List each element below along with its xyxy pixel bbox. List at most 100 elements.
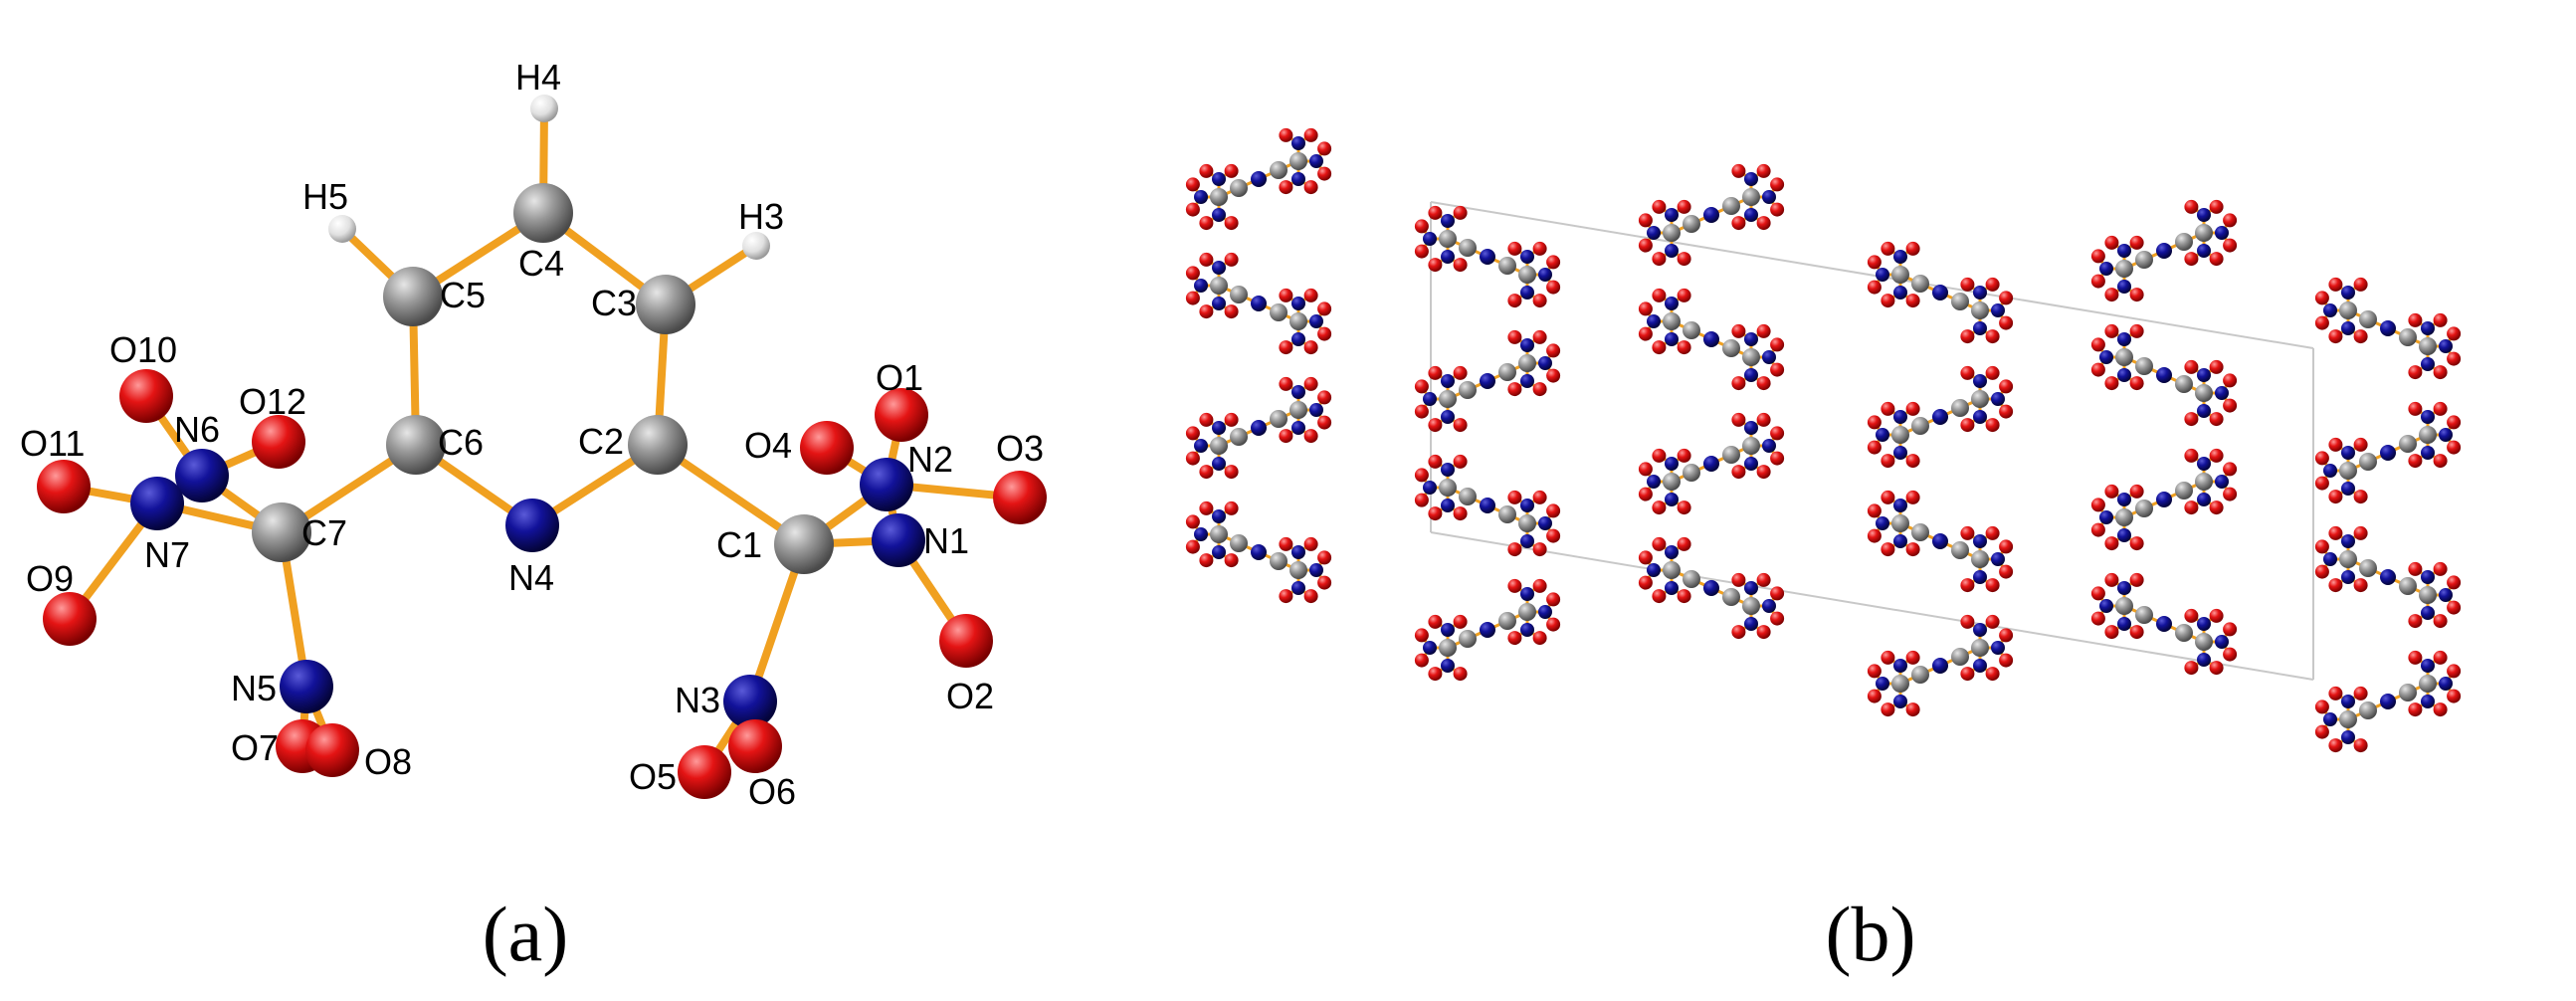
packing-oxygen — [1185, 291, 1200, 305]
atom-label-o11: O11 — [20, 423, 85, 464]
packing-nitrogen — [2117, 368, 2131, 382]
packing-nitrogen — [1291, 172, 1305, 186]
packing-oxygen — [1428, 506, 1443, 521]
packing-oxygen — [1546, 343, 1561, 358]
packing-carbon — [2399, 577, 2417, 595]
packing-nitrogen — [2421, 695, 2435, 708]
packing-oxygen — [1546, 368, 1561, 383]
packing-nitrogen — [1251, 420, 1267, 436]
packing-oxygen — [1985, 365, 2000, 380]
packing-oxygen — [1652, 288, 1667, 302]
packing-molecule — [2314, 401, 2462, 504]
packing-oxygen — [2433, 614, 2448, 629]
packing-carbon — [1891, 426, 1909, 444]
packing-oxygen — [2314, 315, 2329, 330]
packing-oxygen — [2314, 451, 2329, 466]
packing-oxygen — [1414, 653, 1429, 668]
packing-oxygen — [2223, 487, 2238, 501]
packing-carbon — [1270, 161, 1288, 179]
packing-oxygen — [1303, 288, 1318, 302]
packing-oxygen — [2353, 329, 2368, 344]
packing-oxygen — [1507, 578, 1522, 593]
atom-label-o3: O3 — [996, 428, 1044, 469]
packing-carbon — [1742, 348, 1760, 366]
packing-carbon — [1498, 612, 1516, 630]
packing-nitrogen — [1973, 659, 1987, 673]
packing-oxygen — [1985, 418, 2000, 433]
packing-oxygen — [1867, 415, 1882, 430]
packing-oxygen — [2209, 608, 2224, 623]
packing-carbon — [2135, 251, 2153, 269]
packing-nitrogen — [2380, 694, 2396, 709]
packing-carbon — [1683, 464, 1700, 482]
packing-oxygen — [2447, 664, 2462, 679]
atom-label-o1: O1 — [876, 357, 923, 398]
packing-oxygen — [1532, 542, 1547, 557]
packing-oxygen — [1652, 500, 1667, 515]
packing-nitrogen — [1309, 403, 1323, 417]
packing-oxygen — [1985, 578, 2000, 593]
packing-oxygen — [1279, 340, 1293, 355]
packing-carbon — [2399, 435, 2417, 453]
packing-carbon — [1951, 293, 1969, 310]
packing-nitrogen — [1441, 250, 1455, 264]
packing-oxygen — [1546, 280, 1561, 295]
packing-oxygen — [1960, 614, 1975, 629]
packing-oxygen — [1960, 329, 1975, 344]
packing-oxygen — [2447, 326, 2462, 341]
packing-nitrogen — [2341, 570, 2355, 584]
atom-label-o6: O6 — [748, 771, 796, 812]
packing-nitrogen — [1762, 350, 1776, 364]
packing-carbon — [2175, 482, 2193, 500]
panel-a-molecule: C1C2C3C4C5C6C7H3H4H5N1N2N3N4N5N6N7O1O2O3… — [20, 57, 1047, 812]
packing-nitrogen — [1665, 332, 1679, 346]
unit-cell-edge — [1430, 201, 2314, 349]
packing-nitrogen — [1973, 623, 1987, 637]
packing-oxygen — [1224, 553, 1239, 568]
packing-oxygen — [1279, 376, 1293, 391]
packing-nitrogen — [2099, 262, 2113, 276]
packing-oxygen — [1756, 216, 1771, 231]
packing-oxygen — [1185, 514, 1200, 529]
atom-label-n2: N2 — [907, 439, 953, 480]
packing-nitrogen — [1291, 385, 1305, 399]
packing-carbon — [1459, 630, 1477, 648]
packing-nitrogen — [1665, 244, 1679, 258]
packing-oxygen — [1677, 500, 1691, 515]
packing-carbon — [1230, 428, 1248, 446]
packing-nitrogen — [2156, 367, 2172, 383]
packing-nitrogen — [1520, 338, 1534, 352]
packing-oxygen — [2353, 437, 2368, 452]
packing-nitrogen — [1194, 279, 1208, 293]
packing-oxygen — [1414, 468, 1429, 483]
packing-oxygen — [1414, 244, 1429, 259]
packing-oxygen — [1428, 418, 1443, 433]
packing-oxygen — [2104, 235, 2119, 250]
packing-carbon — [1663, 473, 1681, 491]
packing-nitrogen — [1309, 563, 1323, 577]
packing-oxygen — [2408, 614, 2423, 629]
packing-oxygen — [1905, 650, 1920, 665]
packing-oxygen — [2447, 575, 2462, 590]
packing-oxygen — [1185, 539, 1200, 554]
packing-molecule — [1414, 454, 1561, 557]
packing-oxygen — [1731, 216, 1746, 231]
packing-oxygen — [1731, 323, 1746, 338]
packing-molecule — [1185, 127, 1332, 231]
packing-nitrogen — [1212, 297, 1226, 310]
packing-oxygen — [1985, 525, 2000, 540]
atom-o9 — [43, 592, 97, 646]
packing-nitrogen — [2341, 321, 2355, 335]
packing-nitrogen — [2439, 588, 2453, 602]
packing-oxygen — [1453, 614, 1468, 629]
atom-label-n7: N7 — [144, 534, 190, 575]
packing-oxygen — [1985, 329, 2000, 344]
packing-oxygen — [1428, 614, 1443, 629]
packing-oxygen — [1905, 241, 1920, 256]
packing-oxygen — [2353, 578, 2368, 593]
packing-oxygen — [1770, 611, 1785, 626]
packing-oxygen — [1960, 525, 1975, 540]
atom-c3 — [636, 275, 695, 334]
packing-nitrogen — [1520, 587, 1534, 601]
packing-oxygen — [2129, 323, 2144, 338]
